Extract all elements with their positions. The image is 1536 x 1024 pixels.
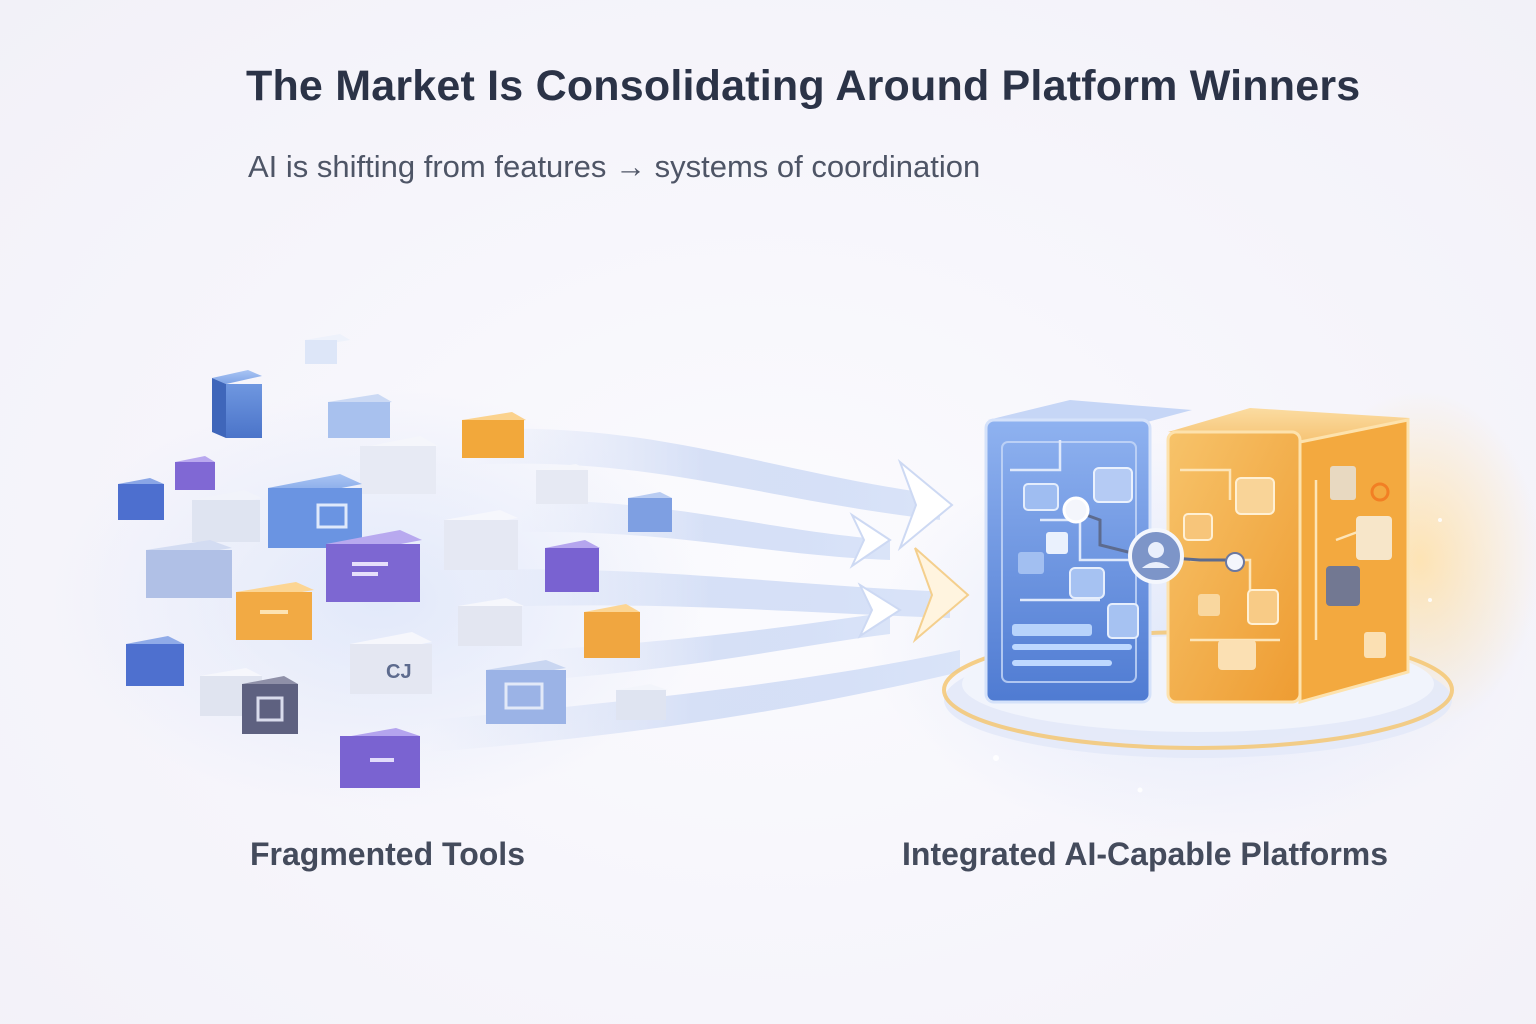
tool-cube	[146, 540, 232, 598]
tool-cube	[340, 728, 420, 788]
integrated-platforms-label: Integrated AI-Capable Platforms	[902, 836, 1388, 873]
tool-cube	[236, 582, 314, 640]
tool-cube	[118, 478, 164, 520]
fragmented-tools-label: Fragmented Tools	[250, 836, 525, 873]
tool-cube	[545, 540, 600, 592]
tool-cube	[536, 464, 588, 504]
cube-glyph: CJ	[386, 661, 412, 683]
tool-cube	[212, 370, 262, 438]
tool-cube	[242, 676, 298, 734]
tool-cube	[584, 604, 640, 658]
tool-cube	[628, 492, 672, 532]
tool-cube	[486, 660, 566, 724]
tool-cube	[305, 334, 350, 364]
orange-platform-block	[1168, 408, 1410, 702]
tool-cube	[444, 510, 518, 570]
tool-cube	[126, 636, 184, 686]
tool-cube	[616, 684, 668, 720]
tool-cube	[175, 456, 215, 490]
tool-cube	[458, 598, 524, 646]
tool-cube	[462, 412, 526, 458]
tool-cube	[328, 394, 392, 438]
